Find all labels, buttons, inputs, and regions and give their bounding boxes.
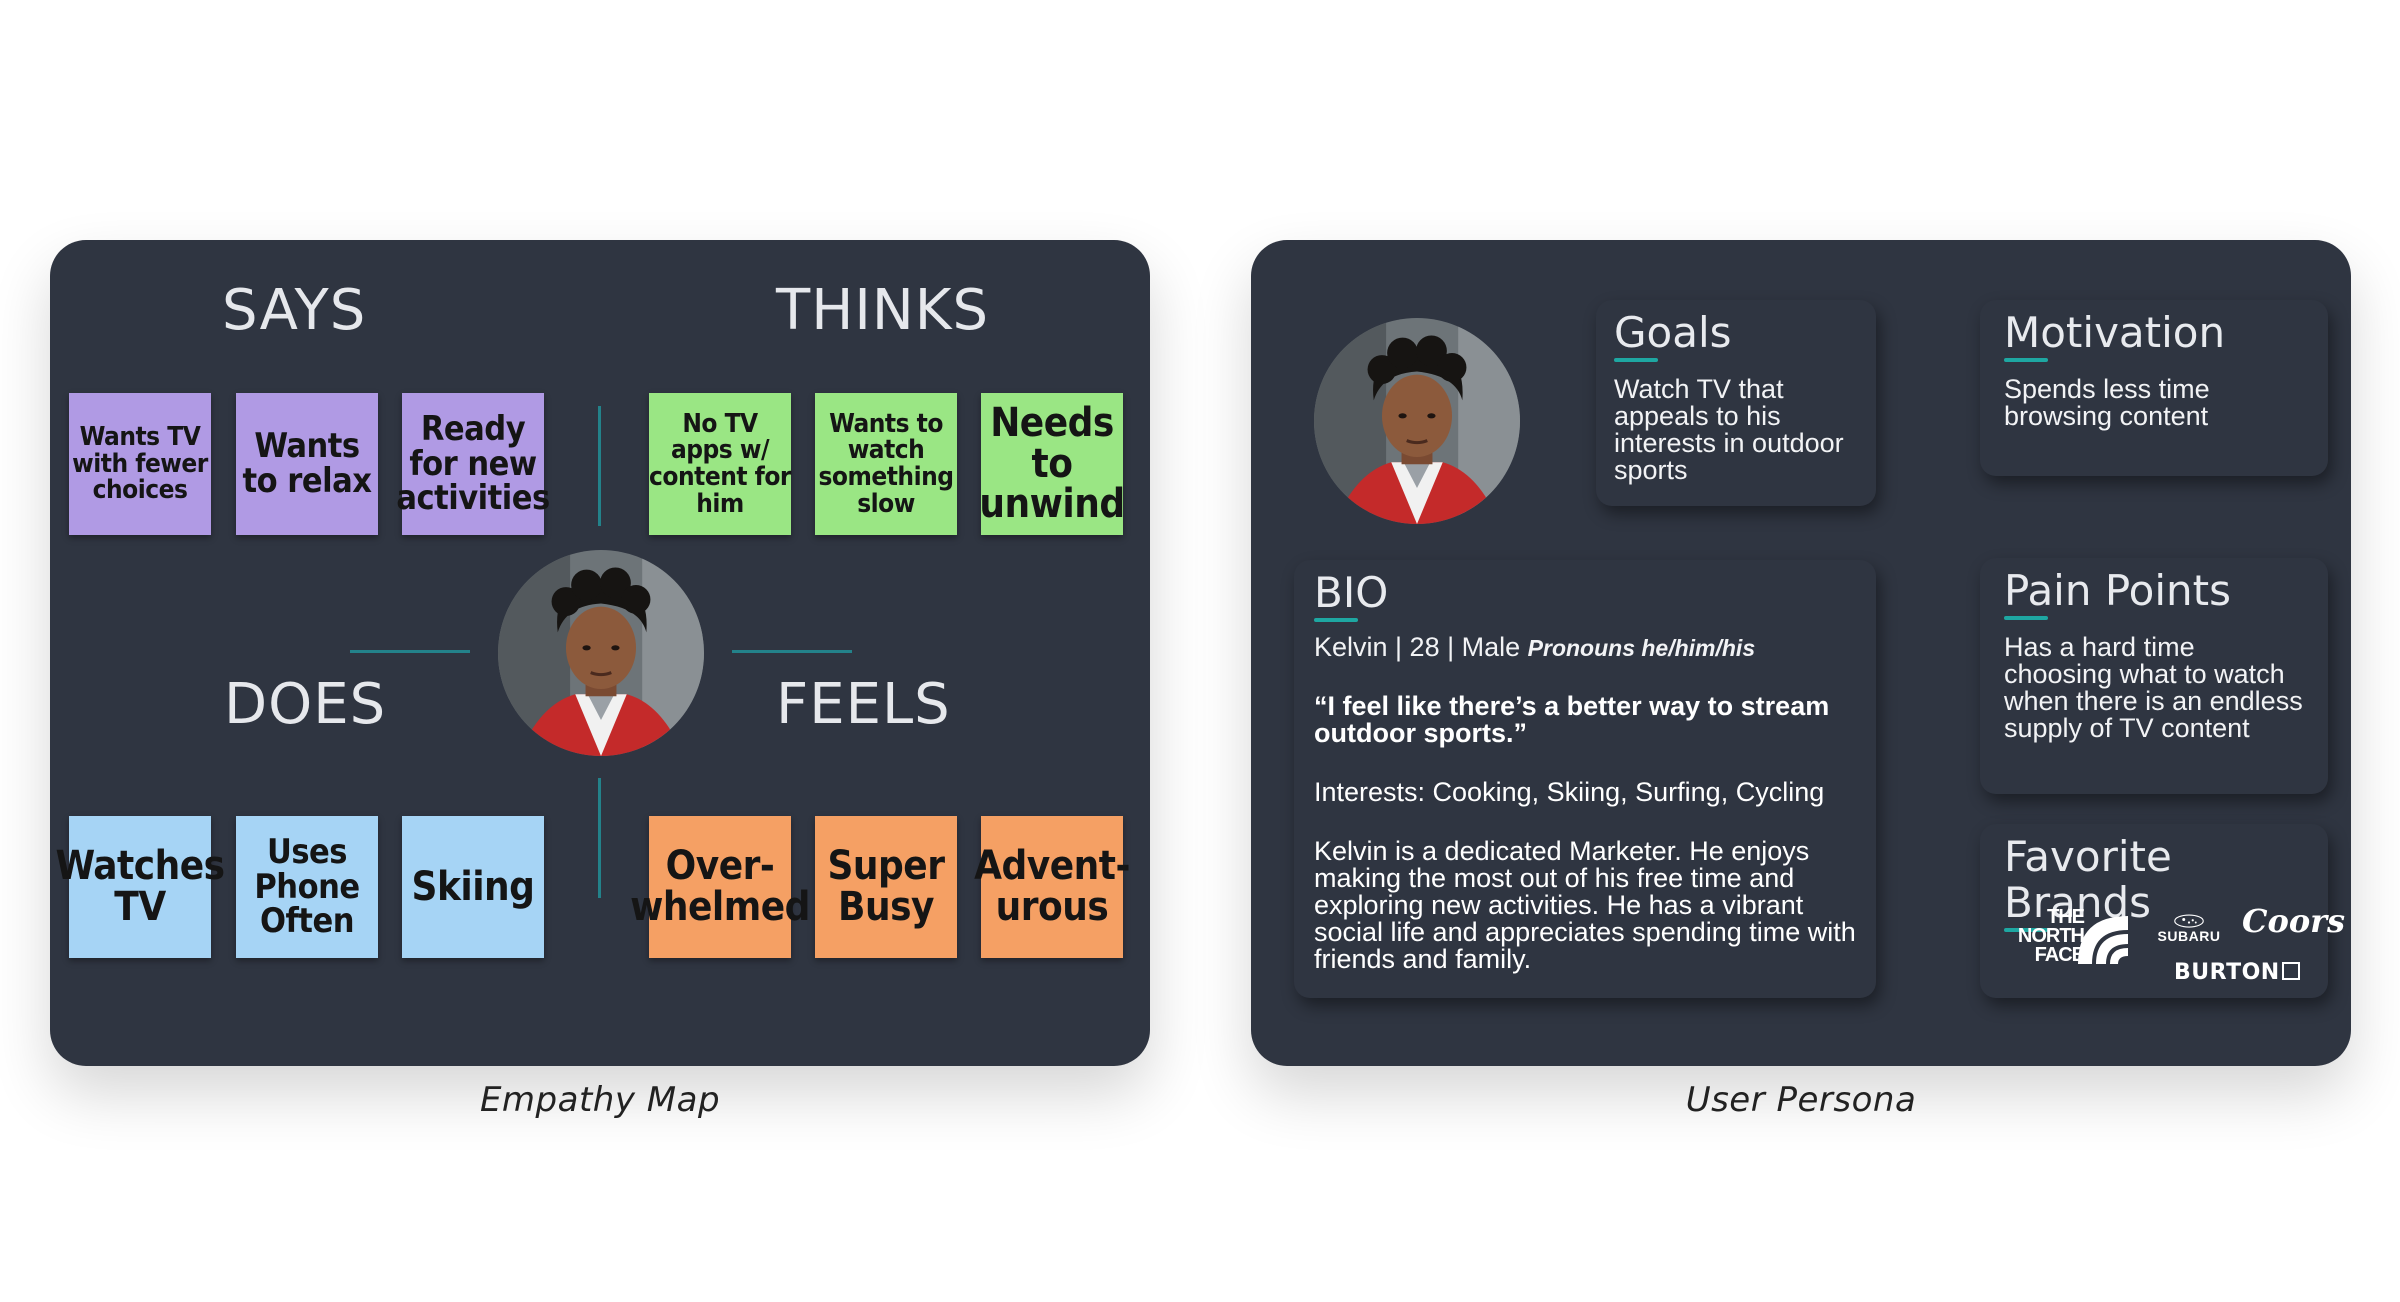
pain-points-title: Pain Points bbox=[2004, 566, 2231, 621]
empathy-map-panel: SAYS THINKS DOES FEELS Wants TV with few… bbox=[50, 240, 1150, 1066]
bio-quote: “I feel like there’s a better way to str… bbox=[1314, 691, 1830, 749]
goals-card: Goals Watch TV that appeals to his inter… bbox=[1596, 300, 1876, 506]
north-face-wordmark: THE NORTH FACE bbox=[2017, 906, 2085, 966]
sticky-note-does: Skiing bbox=[402, 816, 544, 958]
sticky-note-thinks: No TV apps w/ content for him bbox=[649, 393, 791, 535]
sticky-note-feels: Super Busy bbox=[815, 816, 957, 958]
motivation-title: Motivation bbox=[2004, 308, 2226, 363]
bio-meta: Kelvin | 28 | Male Pronouns he/him/his bbox=[1314, 632, 1856, 663]
sticky-note-feels: Advent-urous bbox=[974, 816, 1130, 958]
bio-card: BIO Kelvin | 28 | Male Pronouns he/him/h… bbox=[1294, 560, 1876, 998]
persona-avatar bbox=[498, 550, 704, 756]
connector-line-bottom bbox=[598, 778, 601, 898]
coors-logo: Coors bbox=[2242, 902, 2346, 940]
sticky-note-thinks: Needs to unwind bbox=[979, 393, 1125, 535]
empathy-map-caption: Empathy Map bbox=[479, 1080, 721, 1120]
bio-demographics: Kelvin | 28 | Male bbox=[1314, 632, 1521, 663]
burton-mark-icon bbox=[2281, 962, 2300, 980]
connector-line-right bbox=[732, 650, 852, 653]
bio-title: BIO bbox=[1314, 568, 1389, 623]
goals-title: Goals bbox=[1614, 308, 1732, 363]
sticky-note-thinks: Wants to watch something slow bbox=[815, 393, 957, 535]
bio-description: Kelvin is a dedicated Marketer. He enjoy… bbox=[1314, 836, 1856, 975]
sticky-note-feels: Over-whelmed bbox=[630, 816, 810, 958]
pain-points-card: Pain Points Has a hard time choosing wha… bbox=[1980, 558, 2328, 794]
goals-text: Watch TV that appeals to his interests i… bbox=[1614, 374, 1844, 486]
sticky-note-says: Ready for new activities bbox=[396, 393, 550, 535]
bio-pronouns: Pronouns he/him/his bbox=[1527, 635, 1756, 662]
favorite-brands-card: Favorite Brands THE NORTH FACE SUBARU Co… bbox=[1980, 824, 2345, 998]
persona-avatar bbox=[1314, 318, 1520, 524]
user-persona-panel: Goals Watch TV that appeals to his inter… bbox=[1251, 240, 2351, 1066]
bio-interests: Interests: Cooking, Skiing, Surfing, Cyc… bbox=[1314, 777, 1825, 808]
sticky-note-says: Wants to relax bbox=[236, 393, 378, 535]
quadrant-thinks-label: THINKS bbox=[776, 278, 989, 343]
the-north-face-logo: THE NORTH FACE bbox=[2004, 906, 2132, 966]
quadrant-says-label: SAYS bbox=[222, 278, 367, 343]
quadrant-does-label: DOES bbox=[224, 672, 387, 737]
subaru-wordmark: SUBARU bbox=[2157, 928, 2221, 944]
sticky-note-does: Watches TV bbox=[55, 816, 225, 958]
subaru-logo: SUBARU bbox=[2144, 914, 2234, 954]
motivation-card: Motivation Spends less time browsing con… bbox=[1980, 300, 2328, 476]
user-persona-caption: User Persona bbox=[1685, 1080, 1917, 1120]
burton-wordmark: BURTON bbox=[2174, 960, 2280, 985]
burton-logo: BURTON bbox=[2174, 960, 2300, 985]
quadrant-feels-label: FEELS bbox=[776, 672, 951, 737]
pain-points-text: Has a hard time choosing what to watch w… bbox=[2004, 632, 2303, 744]
avatar-portrait-icon bbox=[1314, 318, 1520, 524]
avatar-portrait-icon bbox=[498, 550, 704, 756]
sticky-note-says: Wants TV with fewer choices bbox=[69, 393, 211, 535]
sticky-note-does: Uses Phone Often bbox=[236, 816, 378, 958]
motivation-text: Spends less time browsing content bbox=[2004, 374, 2210, 432]
connector-line-top bbox=[598, 406, 601, 526]
connector-line-left bbox=[350, 650, 470, 653]
